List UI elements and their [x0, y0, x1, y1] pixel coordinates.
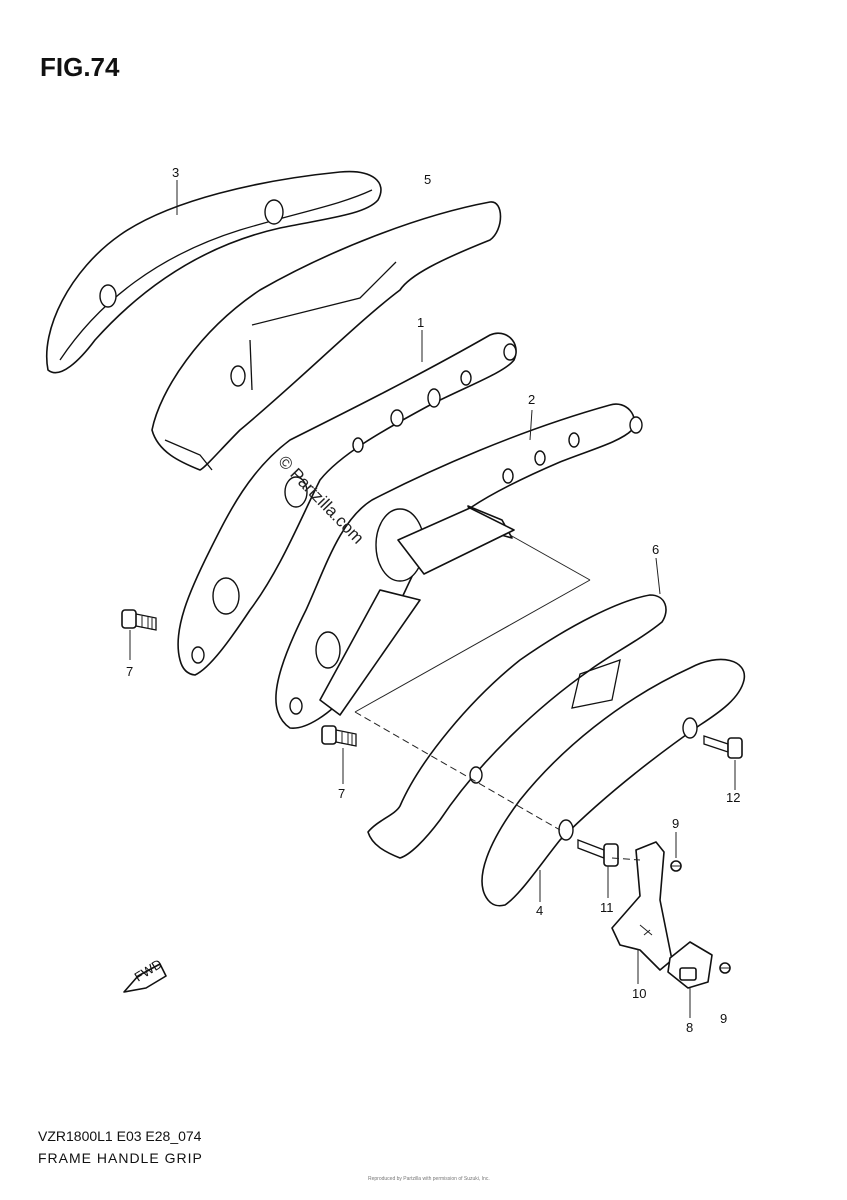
part-2-right-handle-bracket [275, 403, 643, 729]
callout-10: 10 [632, 986, 646, 1001]
part-7-bolt-lower [321, 725, 357, 747]
callout-3: 3 [172, 165, 179, 180]
part-5-handle-cover [151, 201, 502, 471]
part-9-screw-lower [719, 962, 731, 974]
part-12-flange-bolt [703, 735, 743, 759]
part-9-screw-upper [670, 860, 682, 872]
alignment-lines [354, 534, 641, 861]
forward-direction-arrow: FWD [123, 956, 167, 993]
callout-5: 5 [424, 172, 431, 187]
callout-4: 4 [536, 903, 543, 918]
callout-11: 11 [600, 900, 614, 915]
callout-8: 8 [686, 1020, 693, 1035]
callout-7-upper: 7 [126, 664, 133, 679]
part-10-bracket [611, 841, 673, 971]
callout-9-lower: 9 [720, 1011, 727, 1026]
part-group-name: FRAME HANDLE GRIP [38, 1150, 203, 1166]
callout-12: 12 [726, 790, 740, 805]
model-code: VZR1800L1 E03 E28_074 [38, 1128, 202, 1144]
callout-7-lower: 7 [338, 786, 345, 801]
part-7-bolt-upper [121, 609, 157, 631]
callout-9-upper: 9 [672, 816, 679, 831]
part-1-left-handle-bracket [177, 332, 517, 676]
part-6-inner-grip-cover [367, 594, 667, 859]
callout-6: 6 [652, 542, 659, 557]
callout-2: 2 [528, 392, 535, 407]
part-3-grip-cover [46, 170, 382, 374]
figure-title: FIG.74 [40, 52, 120, 82]
callout-1: 1 [417, 315, 424, 330]
credit-text: Reproduced by Partzilla with permission … [368, 1176, 490, 1182]
leader-lines [129, 180, 736, 1018]
part-8-clamp [667, 941, 713, 989]
part-11-flange-bolt [577, 839, 619, 867]
part-4-outer-grip-cover [481, 658, 746, 907]
